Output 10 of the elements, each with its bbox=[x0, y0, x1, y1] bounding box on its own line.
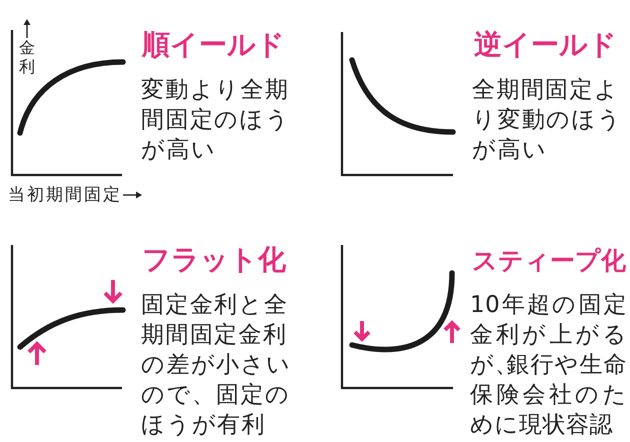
panel-title: 順イールド bbox=[142, 29, 285, 61]
panel-title: フラット化 bbox=[142, 244, 286, 276]
description-text: 全期間固定より変動のほうが高い bbox=[472, 76, 624, 165]
description-text: 固定金利と全期間固定金利の差が小さいので、固定のほうが有利 bbox=[141, 291, 292, 440]
panel-title: 逆イールド bbox=[474, 29, 617, 61]
axis-label: 金利 bbox=[19, 38, 36, 76]
description-text: 10年超の固定金利が上がるが、銀行や生命保険会社のために現状容認 bbox=[470, 291, 627, 440]
panel-title: スティープ化 bbox=[472, 245, 626, 277]
axis-label: 当初期間固定 bbox=[8, 186, 122, 205]
description-text: 変動より全期間固定のほうが高い bbox=[141, 76, 292, 165]
